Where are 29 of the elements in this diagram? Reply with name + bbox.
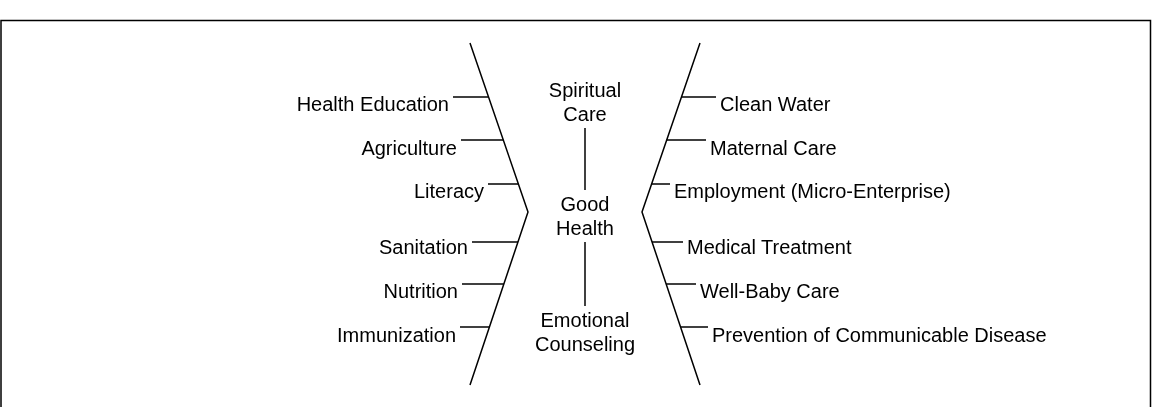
connector-line <box>460 139 505 141</box>
connector-line <box>459 326 491 328</box>
connector-line <box>680 96 717 98</box>
connector-line <box>665 283 697 285</box>
factor-label: Literacy <box>413 179 484 203</box>
center-label: Spiritual Care <box>547 78 623 126</box>
connector-line <box>584 241 586 307</box>
factor-label: Medical Treatment <box>687 235 852 259</box>
connector-line <box>461 283 505 285</box>
factor-label: Prevention of Communicable Disease <box>712 323 1047 347</box>
connector-line <box>665 139 707 141</box>
factor-label: Immunization <box>337 323 456 347</box>
connector-line <box>650 183 671 185</box>
factor-label: Maternal Care <box>710 136 837 160</box>
factor-label: Agriculture <box>361 136 457 160</box>
connector-line <box>471 241 519 243</box>
factor-label: Sanitation <box>379 235 468 259</box>
connector-line <box>584 127 586 191</box>
factor-label: Employment (Micro-Enterprise) <box>674 179 951 203</box>
center-label: Emotional Counseling <box>533 308 637 356</box>
factor-label: Clean Water <box>720 92 831 116</box>
connector-line <box>452 96 490 98</box>
factor-label: Health Education <box>296 92 449 116</box>
factor-label: Nutrition <box>383 279 458 303</box>
connector-line <box>487 183 520 185</box>
connector-line <box>651 241 684 243</box>
factor-label: Well-Baby Care <box>700 279 840 303</box>
center-label: Good Health <box>555 192 615 240</box>
connector-line <box>679 326 709 328</box>
